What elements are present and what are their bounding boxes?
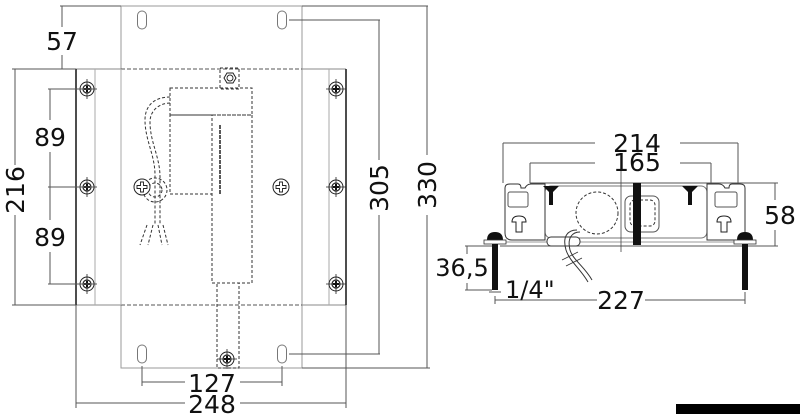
dim-outer-width: 214 (613, 129, 661, 158)
side-view: 214 165 58 36,5 1/4" 227 (435, 129, 796, 315)
bolt-icon (483, 232, 507, 290)
dim-inner-width: 165 (613, 148, 661, 177)
dim-top-offset: 57 (46, 27, 78, 56)
phillips-screw-icon (133, 178, 151, 196)
hex-nut-icon (223, 72, 237, 84)
phillips-screw-icon (272, 178, 290, 196)
dim-slot-horizontal-spacing: 127 (188, 369, 236, 398)
black-band (676, 404, 800, 414)
dim-bolt-spacing: 227 (597, 286, 645, 315)
dim-plate-height: 330 (413, 161, 442, 209)
slot-hole-icon (137, 10, 147, 30)
front-view: 57 89 89 216 305 330 127 248 (1, 5, 442, 418)
dim-height: 58 (764, 201, 796, 230)
slot-hole-icon (137, 344, 147, 364)
bolt-icon (733, 232, 757, 290)
dim-bracket-height: 216 (1, 166, 30, 214)
clamp-bar (633, 183, 641, 245)
dim-bolt-diameter: 1/4" (505, 276, 555, 304)
screw-icon (216, 348, 238, 370)
countersunk-screw-icon (543, 186, 698, 205)
dim-slot-vertical-spacing: 305 (365, 164, 394, 212)
slot-hole-icon (277, 10, 287, 30)
dim-pitch-upper: 89 (34, 123, 66, 152)
dim-bolt-length: 36,5 (435, 254, 488, 282)
dim-overall-width: 248 (188, 390, 236, 414)
dim-pitch-lower: 89 (34, 223, 66, 252)
slot-hole-icon (277, 344, 287, 364)
actuator-hidden (139, 67, 253, 369)
